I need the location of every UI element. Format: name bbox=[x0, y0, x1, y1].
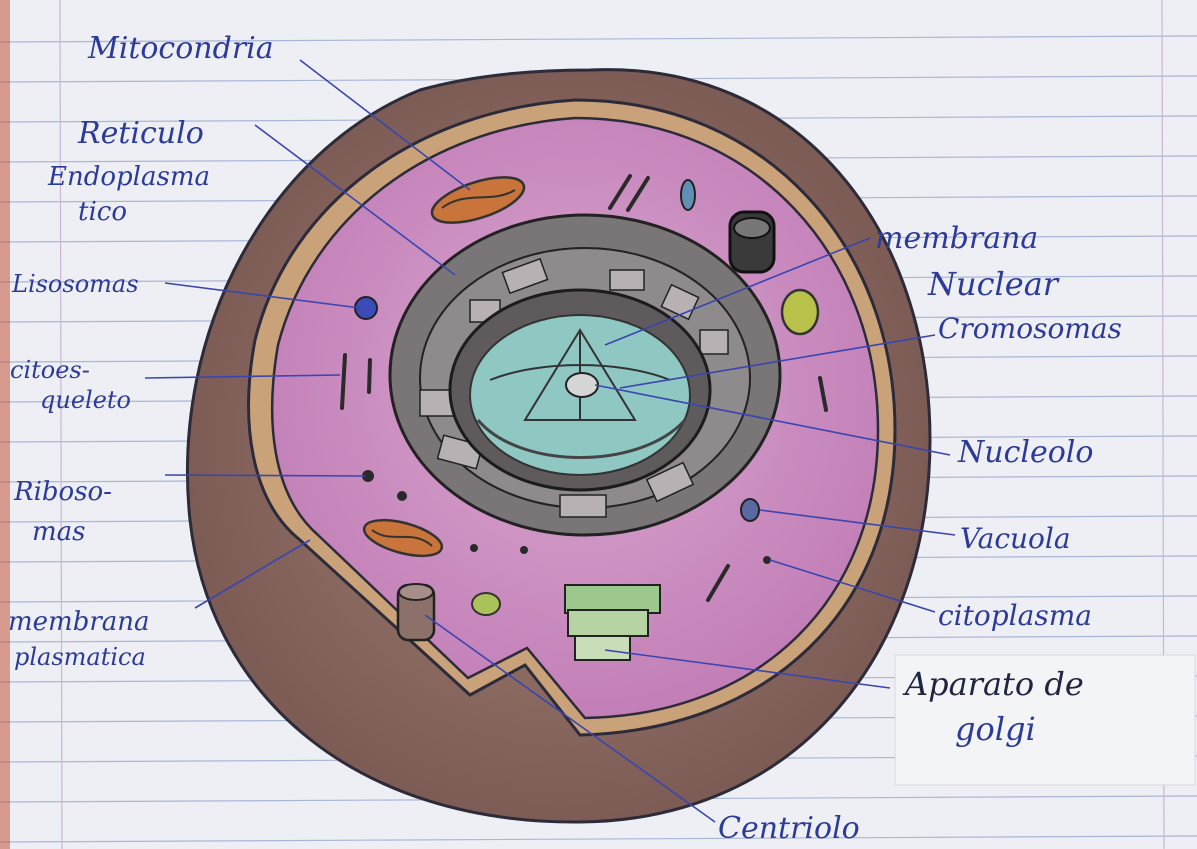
label-golgi-1: Aparato de bbox=[902, 665, 1084, 703]
page-edge bbox=[0, 0, 10, 849]
label-centriolo: Centriolo bbox=[718, 811, 860, 846]
label-vacuola: Vacuola bbox=[960, 522, 1071, 555]
label-membrana-nuclear-2: Nuclear bbox=[927, 265, 1060, 303]
vacuole-top bbox=[681, 180, 695, 210]
label-mitocondria: Mitocondria bbox=[87, 31, 274, 66]
vacuole bbox=[741, 499, 759, 521]
label-citoesqueleto-2: queleto bbox=[40, 386, 131, 414]
label-lisosomas: Lisosomas bbox=[11, 270, 139, 298]
label-reticulo-1: Reticulo bbox=[77, 116, 204, 151]
vesicle-green bbox=[472, 593, 500, 615]
label-citoesqueleto-1: citoes- bbox=[10, 356, 90, 384]
label-nucleolo: Nucleolo bbox=[957, 435, 1093, 470]
label-membrana-nuclear-1: membrana bbox=[875, 221, 1038, 256]
label-ribosomas-2: mas bbox=[32, 517, 86, 547]
label-citoplasma: citoplasma bbox=[938, 599, 1092, 632]
label-reticulo-2: Endoplasma bbox=[47, 162, 210, 192]
label-membrana-plasmatica-2: plasmatica bbox=[14, 643, 146, 671]
label-golgi-2: golgi bbox=[955, 710, 1036, 748]
vesicle-yellow bbox=[782, 290, 818, 334]
label-ribosomas-1: Riboso- bbox=[13, 477, 112, 507]
centriole-cap bbox=[399, 584, 433, 600]
label-cromosomas: Cromosomas bbox=[938, 312, 1122, 345]
label-reticulo-3: tico bbox=[78, 197, 127, 227]
label-membrana-plasmatica-1: membrana bbox=[8, 607, 150, 637]
nucleolus bbox=[566, 373, 598, 397]
centriole-top-right-cap bbox=[734, 218, 770, 238]
